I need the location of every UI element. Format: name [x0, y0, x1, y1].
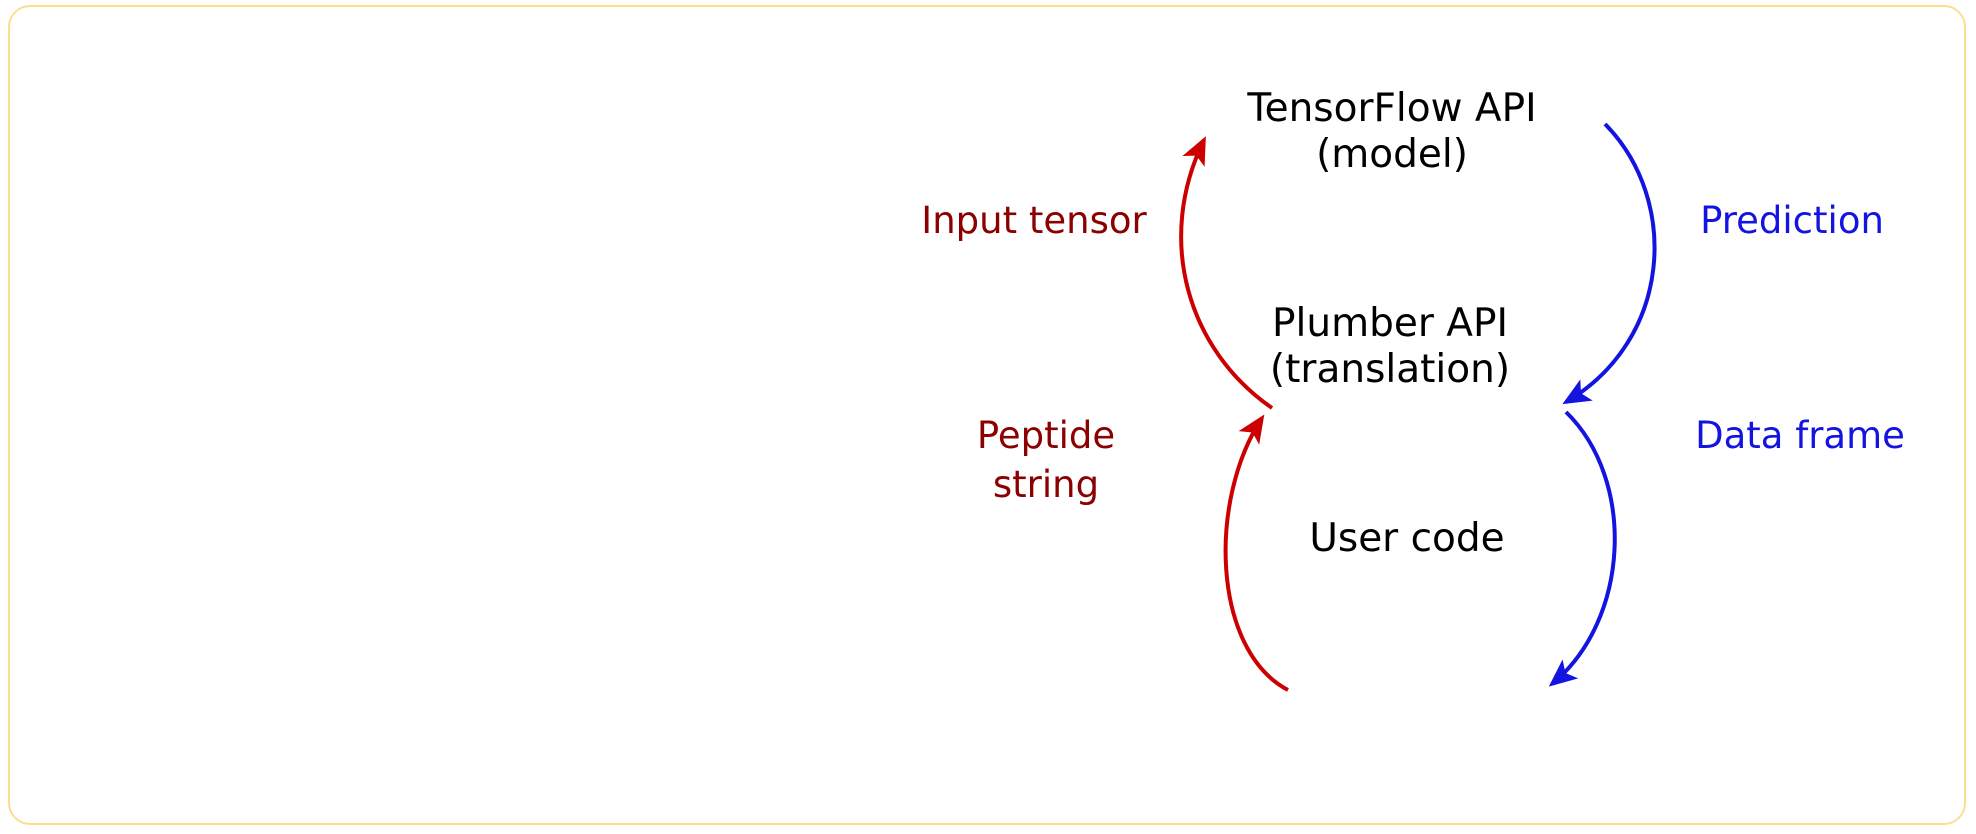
edge-label-data-frame: Data frame — [1695, 411, 1905, 460]
node-plumber-api: Plumber API (translation) — [1270, 301, 1510, 393]
node-tensorflow-api: TensorFlow API (model) — [1247, 86, 1536, 178]
node-tensorflow-api-line2: (model) — [1316, 132, 1468, 177]
edge-label-peptide-string-line1: Peptide — [976, 414, 1116, 457]
figure-frame — [8, 5, 1966, 825]
node-plumber-api-line2: (translation) — [1269, 347, 1511, 392]
edge-label-peptide-string: Peptide string — [977, 411, 1115, 509]
edge-label-peptide-string-line2: string — [992, 463, 1100, 506]
edge-label-prediction-line1: Prediction — [1700, 199, 1884, 242]
node-user-code-line1: User code — [1309, 516, 1505, 561]
edge-label-input-tensor-line1: Input tensor — [921, 199, 1147, 242]
node-tensorflow-api-line1: TensorFlow API — [1247, 86, 1537, 131]
edge-path-data-frame — [1548, 410, 1617, 687]
node-user-code: User code — [1309, 516, 1504, 562]
edge-path-input-tensor — [1179, 136, 1274, 410]
edge-label-prediction: Prediction — [1700, 196, 1884, 245]
node-plumber-api-line1: Plumber API — [1272, 301, 1508, 346]
edge-path-peptide-string — [1223, 414, 1289, 692]
edge-path-prediction — [1562, 122, 1657, 405]
edge-label-input-tensor: Input tensor — [921, 196, 1146, 245]
edge-label-data-frame-line1: Data frame — [1695, 414, 1905, 457]
